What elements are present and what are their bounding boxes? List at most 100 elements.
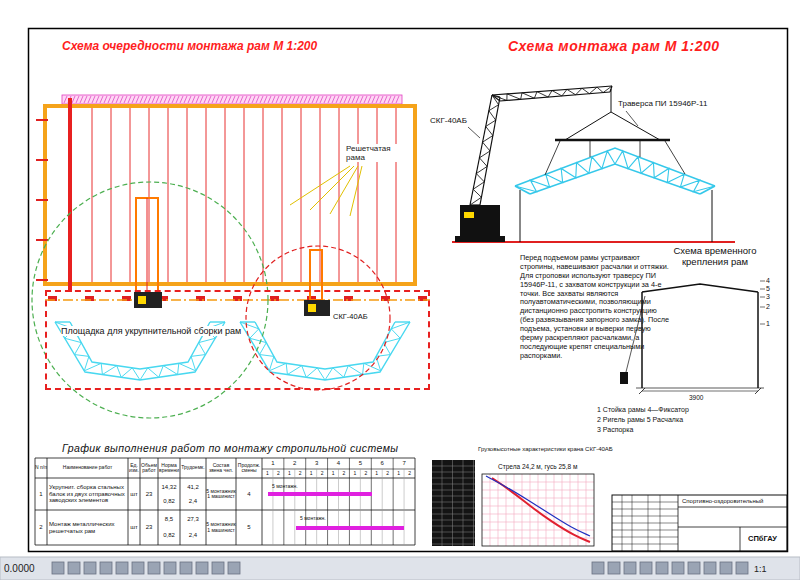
hatch-tick xyxy=(348,96,351,103)
hatch-tick xyxy=(196,96,199,103)
title-block-rule xyxy=(648,495,649,551)
crane-tracks xyxy=(455,236,505,242)
hatch-tick xyxy=(72,96,75,103)
drawing-title: Схема монтажа рам М 1:200 xyxy=(508,38,720,54)
hatch-tick xyxy=(84,96,87,103)
lattice-frame-line xyxy=(206,106,207,284)
table-rule xyxy=(35,458,36,545)
table-cell: 5 монтажник 1 машинист xyxy=(206,510,236,545)
hatch-tick xyxy=(232,96,235,103)
first-frame xyxy=(68,98,72,292)
height-curve xyxy=(486,476,590,536)
chart-grid xyxy=(498,474,499,546)
chart-grid xyxy=(482,490,594,491)
chart-grid xyxy=(538,474,539,546)
hatch-tick xyxy=(180,96,183,103)
table-rule xyxy=(35,478,415,479)
status-icon xyxy=(132,562,144,574)
lattice-frame-line xyxy=(168,106,169,284)
building-outline xyxy=(45,106,415,284)
leader-line xyxy=(290,166,350,205)
chart-grid xyxy=(490,474,491,546)
table-rule xyxy=(305,458,306,545)
hatch-tick xyxy=(88,96,91,103)
load-table-rule xyxy=(452,460,453,546)
status-icon xyxy=(84,562,96,574)
status-icon xyxy=(180,562,192,574)
hatch-tick xyxy=(140,96,143,103)
dimension-tick xyxy=(755,388,761,394)
shift-number: 2 xyxy=(273,469,284,478)
leader-line xyxy=(330,166,358,214)
header-cell: Состав звена чел. xyxy=(206,458,236,478)
title-block-rule xyxy=(660,495,661,551)
table-cell: Укрупнит. сборка стальных балок из двух … xyxy=(47,478,128,510)
lifted-truss xyxy=(515,151,715,192)
lattice-frame-line xyxy=(263,106,264,284)
table-rule xyxy=(206,458,207,545)
hatch-tick xyxy=(144,96,147,103)
hatch-tick xyxy=(392,96,395,103)
hatch-tick xyxy=(340,96,343,103)
hatch-tick xyxy=(308,96,311,103)
table-rule xyxy=(360,469,361,545)
chart-grid xyxy=(514,474,515,546)
sheet-frame xyxy=(29,29,788,552)
chart-grid xyxy=(482,522,594,523)
crane-boom xyxy=(147,198,148,294)
hatch-tick xyxy=(324,96,327,103)
hatch-tick xyxy=(396,96,399,103)
table-cell: 41,2 xyxy=(180,480,206,494)
hatch-tick xyxy=(388,96,391,103)
crane-body xyxy=(304,300,330,316)
frame-post xyxy=(757,292,759,388)
day-number: 1 xyxy=(262,458,284,469)
crane-boom xyxy=(470,204,480,205)
drawing-title: Схема очередности монтажа рам М 1:200 xyxy=(62,40,317,54)
hatch-tick xyxy=(284,96,287,103)
schedule-bar xyxy=(268,492,372,496)
traverse-sling xyxy=(611,112,660,140)
load-table-rule xyxy=(432,526,475,527)
table-cell: 0,82 xyxy=(158,528,180,544)
table-rule xyxy=(338,469,339,545)
status-icon xyxy=(592,562,604,574)
hatch-tick xyxy=(176,96,179,103)
chart-grid xyxy=(482,538,594,539)
axis-mark xyxy=(36,279,48,281)
truss-on-platform xyxy=(55,322,225,380)
hatch-tick xyxy=(104,96,107,103)
day-number: 6 xyxy=(371,458,393,469)
table-title: График выполнения работ по монтажу строп… xyxy=(62,442,398,454)
status-icon xyxy=(640,562,652,574)
lattice-frame-line xyxy=(187,106,188,284)
hatch-tick xyxy=(116,96,119,103)
truss-on-platform xyxy=(210,321,225,322)
dimension-tick xyxy=(639,388,645,394)
lattice-frame-line xyxy=(396,106,397,284)
hatch-tick xyxy=(172,96,175,103)
hatch-tick xyxy=(300,96,303,103)
sling xyxy=(665,141,685,174)
table-rule xyxy=(140,458,141,545)
load-table-rule xyxy=(442,460,443,546)
lattice-frame-line xyxy=(130,106,131,284)
callout-number: 3 xyxy=(766,293,770,301)
status-icon xyxy=(148,562,160,574)
load-table-rule xyxy=(432,508,475,509)
column-line xyxy=(712,190,713,242)
hatch-tick xyxy=(276,96,279,103)
hatch-tick xyxy=(96,96,99,103)
table-cell: 2 xyxy=(35,510,47,545)
table-cell: 23 xyxy=(140,478,158,510)
hatch-tick xyxy=(296,96,299,103)
hatch-tick xyxy=(160,96,163,103)
hatch-tick xyxy=(64,96,67,103)
status-text: 0.0000 xyxy=(4,563,35,575)
table-rule xyxy=(393,458,394,545)
day-number: 3 xyxy=(306,458,328,469)
shift-number: 1 xyxy=(393,469,404,478)
hatch-tick xyxy=(164,96,167,103)
sling xyxy=(545,141,560,175)
load-table-rule xyxy=(432,514,475,515)
